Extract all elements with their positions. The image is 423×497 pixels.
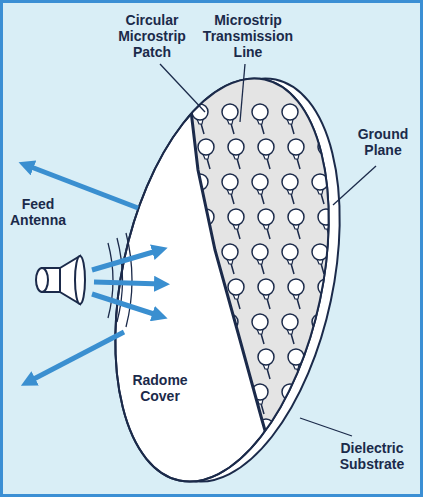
microstrip-patch xyxy=(288,139,304,169)
microstrip-patch xyxy=(258,209,274,239)
part-label: Ground Plane xyxy=(348,126,418,158)
microstrip-patch xyxy=(192,314,208,344)
part-label: Radome Cover xyxy=(118,372,202,404)
microstrip-patch xyxy=(222,104,238,134)
microstrip-patch xyxy=(282,104,298,134)
microstrip-patch xyxy=(252,314,268,344)
microstrip-patch xyxy=(282,244,298,274)
microstrip-patch xyxy=(258,279,274,309)
cutaway-edge xyxy=(185,60,285,497)
leader-lines xyxy=(160,64,376,436)
part-label: Circular Microstrip Patch xyxy=(110,12,194,60)
microstrip-patch xyxy=(258,349,274,379)
microstrip-patch xyxy=(288,209,304,239)
microstrip-patch xyxy=(228,139,244,169)
microstrip-patch xyxy=(228,419,244,449)
microstrip-patch xyxy=(282,314,298,344)
microstrip-patch xyxy=(198,419,214,449)
microstrip-patch xyxy=(222,244,238,274)
microstrip-patch xyxy=(192,384,208,414)
microstrip-patch xyxy=(228,349,244,379)
microstrip-patch xyxy=(312,314,328,344)
microstrip-patch xyxy=(318,419,334,449)
part-label: Microstrip Transmission Line xyxy=(196,12,300,60)
microstrip-patch xyxy=(252,244,268,274)
microstrip-patch xyxy=(198,139,214,169)
microstrip-patch xyxy=(198,349,214,379)
part-label: Feed Antenna xyxy=(3,196,73,228)
microstrip-patch xyxy=(318,349,334,379)
microstrip-patch xyxy=(288,419,304,449)
microstrip-patch xyxy=(318,209,334,239)
microstrip-patch xyxy=(222,174,238,204)
patch-array xyxy=(192,104,334,449)
microstrip-patch xyxy=(228,209,244,239)
microstrip-patch xyxy=(252,104,268,134)
part-label: Dielectric Substrate xyxy=(329,440,415,472)
microstrip-patch xyxy=(312,384,328,414)
microstrip-patch xyxy=(282,174,298,204)
radome-rim xyxy=(82,59,363,497)
microstrip-patch xyxy=(288,279,304,309)
microstrip-patch xyxy=(192,244,208,274)
wavefronts xyxy=(108,233,132,327)
dielectric-substrate xyxy=(150,50,370,497)
microstrip-patch xyxy=(252,174,268,204)
microstrip-patch xyxy=(198,279,214,309)
microstrip-patch xyxy=(258,139,274,169)
microstrip-patch xyxy=(222,384,238,414)
feed-horn xyxy=(36,256,85,304)
microstrip-patch xyxy=(318,139,334,169)
